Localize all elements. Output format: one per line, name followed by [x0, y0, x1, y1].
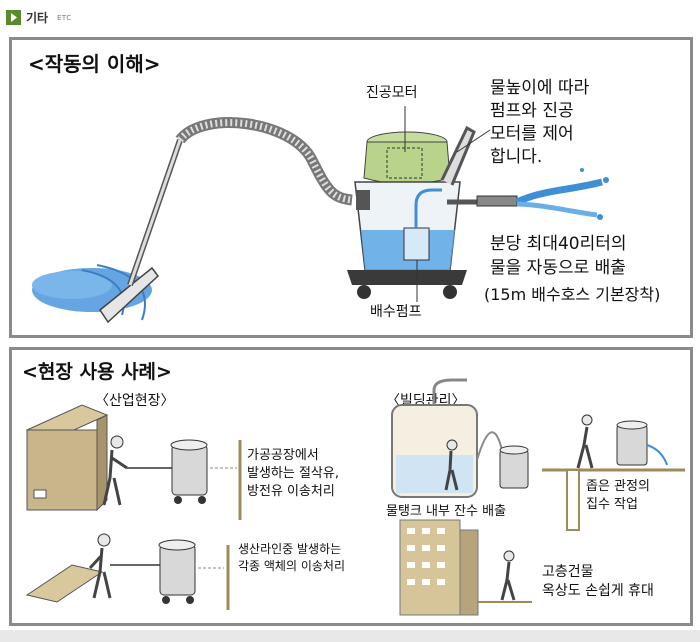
pipe-caption-line1: 좁은 관정의 [586, 479, 650, 494]
floor-nozzle-icon [98, 266, 160, 324]
vacuum-motor-icon [363, 131, 451, 185]
tank-icon [354, 181, 461, 271]
vacuum-motor-label: 진공모터 [366, 85, 418, 101]
discharge-desc-line1: 분당 최대40리터의 [490, 234, 627, 254]
worker-icon [500, 550, 516, 601]
control-desc-line4: 합니다. [490, 147, 543, 167]
worker-icon [88, 533, 112, 599]
usage-illustrations [25, 378, 685, 616]
worker-icon [444, 439, 459, 491]
vacuum-unit-icon [158, 539, 196, 604]
operation-title: <작동의 이해> [28, 52, 161, 76]
page-title: 기타 [26, 11, 49, 25]
industrial-case1-line1: 가공공장에서 [247, 448, 319, 463]
industrial-case2-line2: 각종 액체의 이송처리 [238, 559, 345, 573]
usage-title: <현장 사용 사례> [22, 361, 172, 383]
section-marker-icon [6, 10, 21, 25]
industrial-title: 〈산업현장〉 [95, 393, 175, 409]
water-tank-icon [391, 378, 478, 498]
page-subtitle: ETC [57, 14, 72, 22]
control-desc-line3: 모터를 제어 [490, 124, 574, 144]
industrial-case2-line1: 생산라인중 발생하는 [238, 542, 342, 556]
drain-pump-icon [403, 227, 430, 261]
discharge-desc-line3: (15m 배수호스 기본장착) [484, 285, 661, 304]
pipe-caption-line2: 집수 작업 [586, 497, 638, 512]
vacuum-unit-icon [499, 445, 529, 489]
control-desc-line2: 펌프와 진공 [490, 101, 574, 121]
machine-icon [25, 404, 109, 512]
building-icon [399, 519, 479, 616]
water-spray-icon [515, 168, 609, 220]
control-desc-line1: 물높이에 따라 [490, 78, 590, 98]
discharge-desc-line2: 물을 자동으로 배출 [490, 258, 626, 278]
bottom-scrollbar[interactable] [0, 630, 700, 642]
well-pipe-icon [566, 469, 580, 531]
tank-caption: 물탱크 내부 잔수 배출 [386, 504, 507, 519]
drain-pump-label: 배수펌프 [370, 304, 422, 320]
worker-icon [102, 435, 128, 506]
vacuum-diagram [32, 106, 609, 324]
rooftop-caption-line1: 고층건물 [542, 564, 594, 580]
vacuum-unit-icon [616, 420, 648, 466]
industrial-case1-line2: 발생하는 절삭유, [247, 466, 339, 481]
worker-icon [576, 414, 594, 469]
rooftop-caption-line2: 옥상도 손쉽게 휴대 [542, 583, 654, 599]
vacuum-unit-icon [170, 439, 208, 504]
industrial-case1-line3: 방전유 이송처리 [247, 484, 335, 499]
